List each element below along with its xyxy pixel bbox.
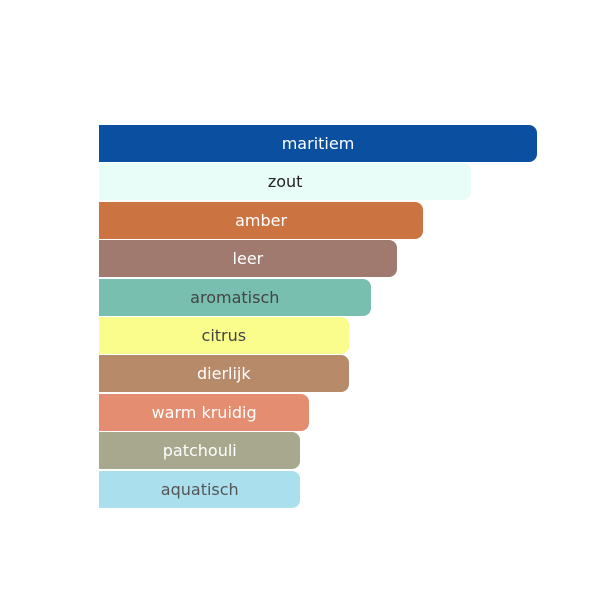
bar-label: dierlijk — [197, 364, 251, 384]
bar-label: aquatisch — [160, 479, 239, 499]
bar-label: citrus — [201, 326, 247, 345]
bar-dierlijk — [99, 355, 349, 393]
bar-label: leer — [232, 249, 264, 269]
bar-label: zout — [267, 172, 303, 192]
bar-citrus — [99, 317, 349, 354]
bar-warm-kruidig — [99, 393, 310, 431]
bar-maritiem — [99, 125, 537, 162]
bar-label: warm kruidig — [151, 402, 257, 422]
bar-zout — [99, 163, 472, 201]
bar-label: aromatisch — [190, 287, 280, 307]
bar-leer — [99, 240, 397, 278]
bar-aromatisch — [99, 278, 371, 316]
bar-label: maritiem — [281, 134, 355, 153]
bar-amber — [99, 201, 424, 239]
bar-aquatisch — [99, 470, 301, 508]
bar-label: amber — [235, 210, 288, 230]
bar-patchouli — [99, 432, 301, 470]
bar-label: patchouli — [162, 441, 237, 461]
